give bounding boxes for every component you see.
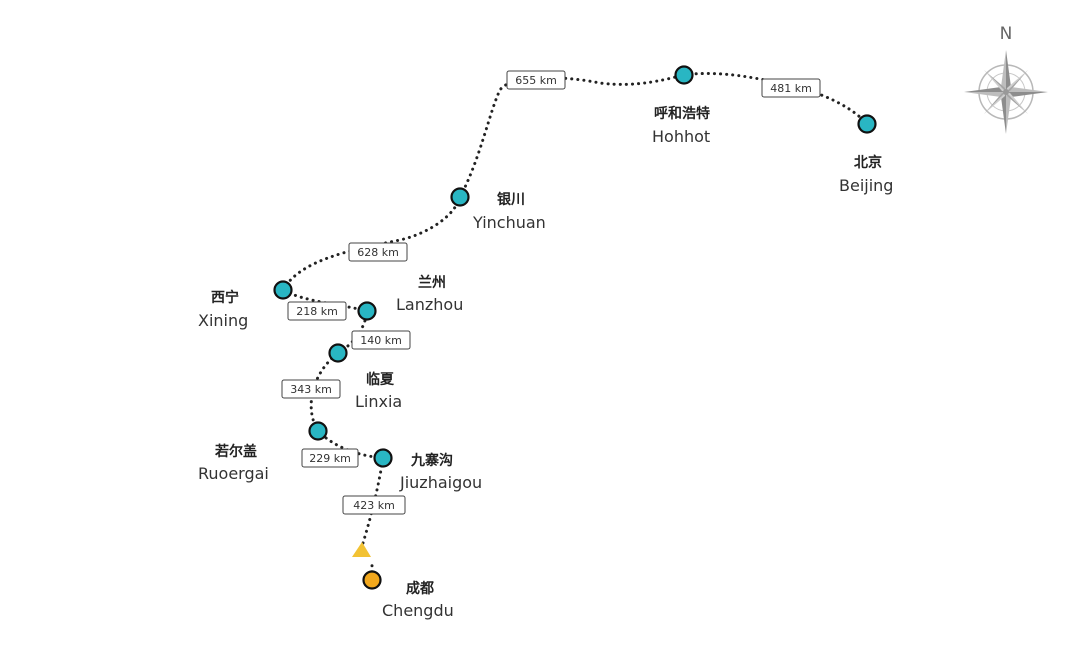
distance-text: 218 km [296,305,338,318]
distance-text: 481 km [770,82,812,95]
distance-text: 140 km [360,334,402,347]
city-label-zh: 临夏 [366,371,395,388]
distance-label: 229 km [301,448,359,468]
city-label-en: Linxia [355,392,402,411]
city-marker-lanzhou[interactable] [357,301,377,321]
distance-label: 423 km [342,495,406,515]
city-label-zh: 北京 [854,154,882,171]
city-marker-chengdu[interactable] [362,570,382,590]
city-label-zh: 兰州 [418,274,446,291]
distance-label: 655 km [506,70,566,90]
compass-north-label: N [1000,24,1013,44]
city-marker-ruoergai[interactable] [308,421,328,441]
city-marker-linxia[interactable] [328,343,348,363]
distance-text: 343 km [290,383,332,396]
distance-text: 229 km [309,452,351,465]
distance-text: 655 km [515,74,557,87]
distance-label: 628 km [348,242,408,262]
start-arrow-icon [352,542,371,557]
city-label-en: Yinchuan [472,213,546,232]
distance-text: 628 km [357,246,399,259]
distance-label: 140 km [351,330,411,350]
city-label-en: Lanzhou [396,295,463,314]
compass-rose-icon [964,50,1048,134]
city-marker-beijing[interactable] [857,114,877,134]
city-label-zh: 呼和浩特 [654,105,710,122]
distance-label: 343 km [281,379,341,399]
city-marker-yinchuan[interactable] [450,187,470,207]
city-label-en: Beijing [839,176,893,195]
city-label-en: Xining [198,311,248,330]
distance-text: 423 km [353,499,395,512]
route-chengdu-jiuzhaigou-upper [361,456,385,545]
city-marker-hohhot[interactable] [674,65,694,85]
city-label-zh: 若尔盖 [214,443,257,460]
city-label-zh: 银川 [497,191,525,208]
city-label-en: Jiuzhaigou [399,473,482,492]
city-label-zh: 西宁 [211,289,239,306]
city-label-zh: 成都 [406,580,434,597]
distance-label: 218 km [287,301,347,321]
city-label-zh: 九寨沟 [410,452,453,469]
route-yinchuan-hohhot [458,73,686,199]
city-marker-xining[interactable] [273,280,293,300]
city-label-en: Ruoergai [198,464,269,483]
city-label-en: Chengdu [382,601,454,620]
city-label-en: Hohhot [652,127,710,146]
city-marker-jiuzhaigou[interactable] [373,448,393,468]
distance-label: 481 km [761,78,821,98]
